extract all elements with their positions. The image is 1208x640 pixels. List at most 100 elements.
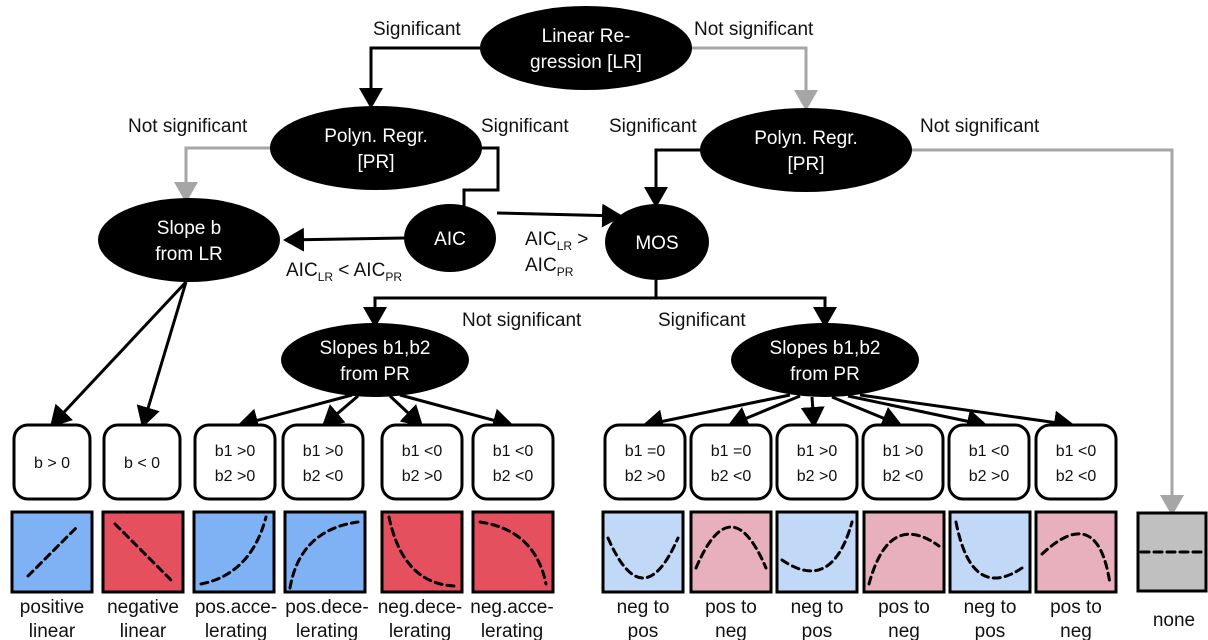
label-mos-significant: Significant — [658, 310, 746, 331]
svg-text:b2 >0: b2 >0 — [797, 468, 838, 485]
caption: pos — [802, 621, 833, 640]
caption: neg.acce- — [470, 597, 553, 618]
trend-pos-to-neg-1 — [689, 510, 773, 594]
node-linear-regression: Linear Re- gression [LR] — [480, 6, 692, 90]
connectors — [49, 46, 1184, 516]
svg-text:b1 >0: b1 >0 — [303, 443, 344, 460]
svg-text:b1 >0: b1 >0 — [883, 443, 924, 460]
edge-slopeb-to-c1 — [49, 280, 188, 428]
condition-box: b1 <0 b2 >0 — [947, 423, 1031, 501]
node-mos: MOS — [605, 204, 709, 280]
edge-slopesr-to-c11 — [847, 394, 988, 434]
caption: pos — [975, 621, 1006, 640]
edge-slopesr-to-c7 — [642, 393, 791, 434]
trend-negative-linear — [101, 510, 185, 594]
svg-text:b1 <0: b1 <0 — [1056, 443, 1097, 460]
svg-text:b2 <0: b2 <0 — [493, 468, 534, 485]
caption: pos.acce- — [195, 597, 277, 618]
svg-text:b2 >0: b2 >0 — [625, 468, 666, 485]
condition-box: b1 <0 b2 >0 — [380, 423, 464, 501]
caption: lerating — [481, 621, 543, 640]
trend-positive-linear — [10, 510, 94, 594]
edge-slopeb-to-c2 — [136, 281, 188, 428]
condition-box: b1 >0 b2 >0 — [775, 423, 859, 501]
edge-slopesr-to-c10 — [831, 395, 903, 430]
node-polyn-regr-left: Polyn. Regr. [PR] — [270, 106, 482, 190]
edge-slopesr-to-c12 — [859, 393, 1075, 435]
node-slopes-left: Slopes b1,b2 from PR — [281, 323, 469, 397]
svg-text:b2 <0: b2 <0 — [883, 468, 924, 485]
trend-pos-accelerating — [192, 510, 276, 594]
label-aic-lr-greater-pr: AICLR > — [525, 229, 588, 253]
edge-mos-to-slopesl — [363, 296, 656, 328]
caption: neg — [715, 621, 747, 640]
caption: linear — [29, 621, 76, 640]
caption: pos to — [705, 597, 757, 618]
edge-lr-to-prl — [359, 46, 480, 109]
node-polyn-regr-right: Polyn. Regr. [PR] — [700, 108, 912, 192]
trend-pos-to-neg-3 — [1034, 510, 1118, 594]
svg-text:b1 =0: b1 =0 — [711, 443, 752, 460]
svg-text:Slope b: Slope b — [157, 218, 221, 239]
svg-text:gression [LR]: gression [LR] — [530, 52, 642, 73]
caption: pos — [628, 621, 659, 640]
trend-neg-decelerating — [380, 510, 464, 594]
svg-text:b > 0: b > 0 — [34, 455, 70, 472]
trend-neg-to-pos-2 — [775, 510, 859, 594]
svg-text:Slopes b1,b2: Slopes b1,b2 — [770, 338, 881, 359]
svg-text:Polyn. Regr.: Polyn. Regr. — [754, 128, 858, 149]
condition-box: b < 0 — [102, 423, 182, 501]
caption: neg to — [791, 597, 844, 618]
edge-prl-to-slopeb — [174, 146, 276, 203]
svg-text:from LR: from LR — [155, 244, 223, 265]
condition-box: b1 =0 b2 >0 — [603, 423, 687, 501]
label-mos-not-significant: Not significant — [462, 310, 582, 331]
condition-box: b1 >0 b2 <0 — [281, 423, 365, 501]
svg-text:b2 >0: b2 >0 — [969, 468, 1010, 485]
svg-text:b < 0: b < 0 — [124, 455, 160, 472]
condition-box: b > 0 — [12, 423, 92, 501]
svg-text:b1 =0: b1 =0 — [625, 443, 666, 460]
svg-text:from PR: from PR — [340, 364, 410, 385]
caption: neg — [888, 621, 920, 640]
caption: linear — [120, 621, 167, 640]
svg-text:[PR]: [PR] — [788, 154, 825, 175]
trend-pos-decelerating — [283, 510, 367, 594]
svg-text:[PR]: [PR] — [358, 152, 395, 173]
svg-text:b1 >0: b1 >0 — [797, 443, 838, 460]
caption: lerating — [205, 621, 267, 640]
caption: none — [1153, 610, 1195, 631]
edge-lr-to-prr — [690, 46, 818, 111]
svg-text:b2 <0: b2 <0 — [1056, 468, 1097, 485]
caption: neg to — [964, 597, 1017, 618]
trend-neg-accelerating — [471, 510, 555, 594]
edge-slopesl-to-c4 — [321, 394, 359, 427]
trend-none — [1136, 511, 1208, 593]
edge-prr-to-none — [900, 148, 1184, 516]
label-aic-pr: AICPR — [525, 255, 574, 279]
caption: neg.dece- — [378, 597, 463, 618]
node-slopes-right: Slopes b1,b2 from PR — [731, 323, 919, 397]
condition-boxes: b > 0 b < 0 b1 >0 b2 >0 b1 >0 b2 <0 b1 <… — [12, 423, 1118, 501]
trend-neg-to-pos-3 — [948, 510, 1032, 594]
svg-text:b1 <0: b1 <0 — [493, 443, 534, 460]
edge-prr-to-mos — [644, 148, 718, 208]
svg-text:b2 <0: b2 <0 — [711, 468, 752, 485]
svg-text:Linear Re-: Linear Re- — [542, 26, 631, 47]
caption: pos to — [1050, 597, 1102, 618]
trend-thumbnails — [10, 510, 1208, 594]
caption: neg to — [617, 597, 670, 618]
svg-text:Slopes b1,b2: Slopes b1,b2 — [320, 338, 431, 359]
svg-text:Polyn. Regr.: Polyn. Regr. — [324, 126, 428, 147]
edge-aic-to-slopeb — [283, 227, 406, 252]
decision-nodes: Linear Re- gression [LR] Polyn. Regr. [P… — [98, 6, 919, 397]
condition-box: b1 <0 b2 <0 — [471, 423, 555, 501]
edge-aic-to-mos — [496, 203, 623, 228]
svg-text:AIC: AIC — [434, 229, 466, 250]
edge-slopesl-to-c6 — [399, 393, 514, 432]
caption: neg — [1060, 621, 1092, 640]
svg-text:b1 >0: b1 >0 — [215, 443, 256, 460]
edge-mos-to-slopesr — [656, 296, 837, 328]
caption: negative — [107, 597, 179, 618]
